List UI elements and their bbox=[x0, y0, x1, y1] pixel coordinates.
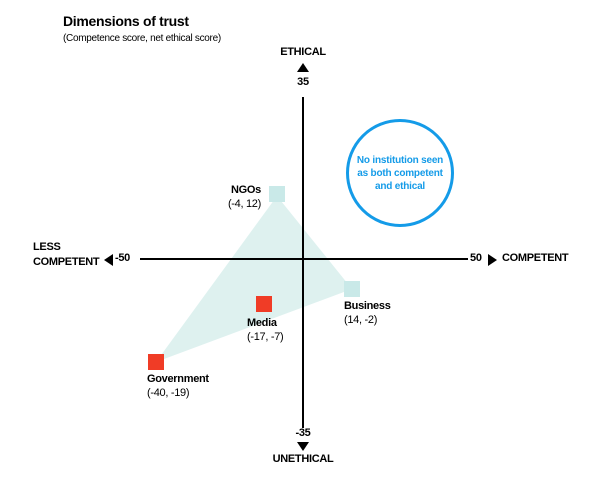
government-marker bbox=[148, 354, 164, 370]
y-axis-min-value: -35 bbox=[295, 427, 311, 439]
point-coords: (-17, -7) bbox=[247, 331, 284, 343]
point-name: Media bbox=[247, 317, 277, 329]
up-arrow-icon bbox=[297, 63, 309, 72]
x-axis-min-value: -50 bbox=[115, 252, 130, 264]
x-axis-positive-label: COMPETENT bbox=[502, 252, 569, 264]
ngos-label: NGOs (-4, 12) bbox=[191, 183, 261, 211]
y-axis-positive-label: ETHICAL bbox=[280, 46, 326, 58]
point-coords: (14, -2) bbox=[344, 314, 378, 326]
down-arrow-icon bbox=[297, 442, 309, 451]
media-marker bbox=[256, 296, 272, 312]
chart-title: Dimensions of trust bbox=[63, 13, 189, 29]
point-name: NGOs bbox=[231, 184, 261, 196]
point-name: Government bbox=[147, 373, 209, 385]
annotation-line: and ethical bbox=[374, 180, 426, 192]
government-label: Government (-40, -19) bbox=[147, 372, 209, 400]
chart-subtitle: (Competence score, net ethical score) bbox=[63, 33, 221, 44]
annotation-line: as both competent bbox=[357, 167, 443, 179]
y-axis-negative-label: UNETHICAL bbox=[272, 453, 334, 465]
business-marker bbox=[344, 281, 360, 297]
point-name: Business bbox=[344, 300, 391, 312]
annotation-circle: No institution seen as both competent an… bbox=[346, 119, 454, 227]
x-axis-max-value: 50 bbox=[470, 252, 482, 264]
point-coords: (-4, 12) bbox=[227, 198, 261, 210]
y-axis-max-value: 35 bbox=[297, 76, 309, 88]
x-axis-negative-label: LESS COMPETENT bbox=[33, 241, 100, 268]
annotation-line: No institution seen bbox=[356, 154, 444, 166]
ngos-marker bbox=[269, 186, 285, 202]
annotation-text: No institution seen as both competent an… bbox=[357, 154, 443, 193]
business-label: Business (14, -2) bbox=[344, 299, 391, 327]
point-coords: (-40, -19) bbox=[147, 387, 190, 399]
left-arrow-icon bbox=[104, 254, 113, 266]
media-label: Media (-17, -7) bbox=[247, 316, 284, 344]
right-arrow-icon bbox=[488, 254, 497, 266]
